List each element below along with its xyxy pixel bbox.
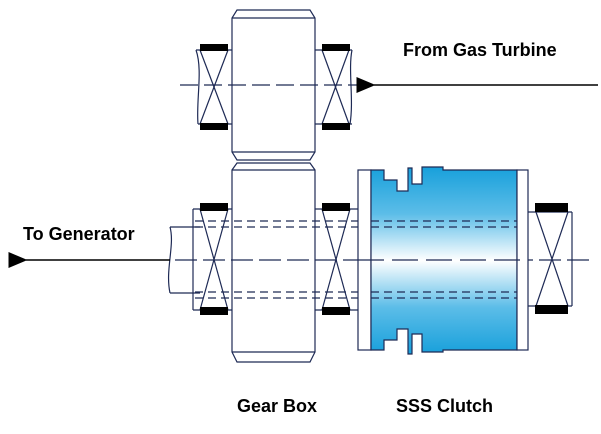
clutch-label: SSS Clutch [396, 396, 494, 416]
clutch-outboard-bearing [528, 203, 573, 314]
input-label: From Gas Turbine [403, 40, 557, 60]
quill-shaft [195, 220, 517, 299]
gear-box-label: Gear Box [237, 396, 318, 416]
lower-left-bearing [192, 203, 232, 315]
output-label: To Generator [23, 224, 135, 244]
lower-right-bearing [315, 203, 358, 315]
lower-gear [231, 162, 316, 363]
upper-left-bearing [195, 44, 232, 130]
clutch-internal-shaft [358, 220, 520, 299]
upper-right-bearing [315, 44, 353, 130]
upper-gear [231, 9, 316, 161]
